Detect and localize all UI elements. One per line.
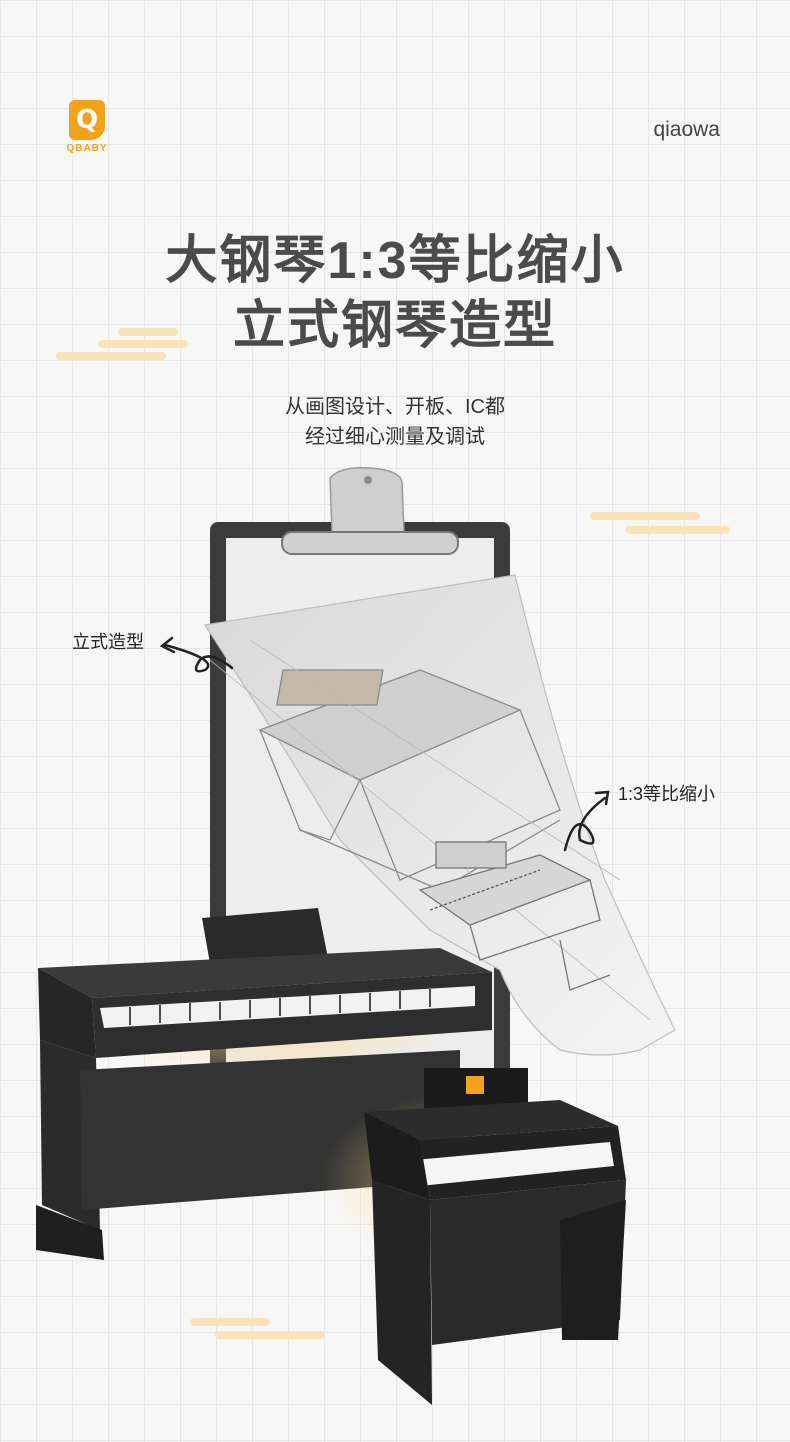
deco-stripe <box>215 1331 325 1339</box>
brand-logo: Q QBABY <box>66 100 108 154</box>
annotation-scale: 1:3等比缩小 <box>618 784 716 804</box>
deco-stripe <box>590 512 700 520</box>
deco-stripe <box>98 340 188 348</box>
headline-line-1: 大钢琴1:3等比缩小 <box>165 232 625 290</box>
deco-stripe <box>56 352 166 360</box>
annotation-upright-shape: 立式造型 <box>72 632 144 652</box>
logo-q-icon: Q <box>69 100 105 140</box>
deco-stripe <box>190 1318 270 1326</box>
arrow-left-icon <box>163 643 234 673</box>
subtitle-line-1: 从画图设计、开板、IC都 <box>285 396 505 418</box>
headline-line-2: 立式钢琴造型 <box>232 297 557 355</box>
brand-name: qiaowa <box>653 118 720 141</box>
toy-piano <box>320 1068 626 1405</box>
clip-icon <box>329 466 405 533</box>
product-illustration <box>36 466 676 1405</box>
subtitle-line-2: 经过细心测量及调试 <box>305 426 485 448</box>
deco-stripe <box>118 328 178 336</box>
logo-text: QBABY <box>66 143 108 154</box>
deco-stripe <box>625 526 730 534</box>
sketch-paper <box>203 574 676 1056</box>
arrow-right-icon <box>563 796 607 852</box>
